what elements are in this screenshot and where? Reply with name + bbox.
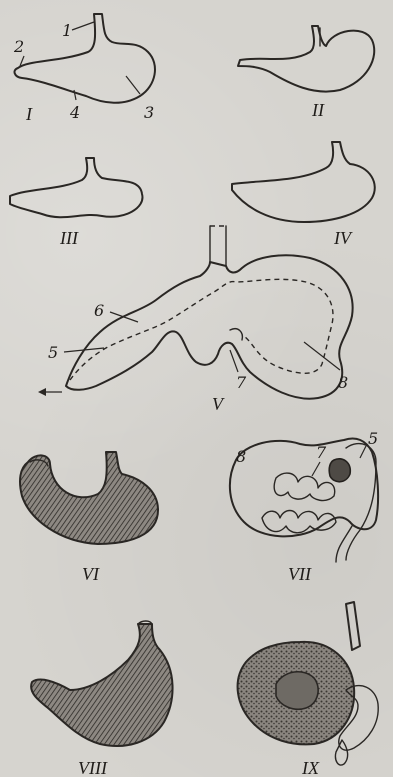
- figure-vii: 8 7 5 VII: [230, 429, 378, 584]
- figure-i-callout-3-leader: [126, 76, 140, 94]
- figure-iv: IV: [232, 142, 375, 248]
- figure-vii-callout-7: 7: [316, 443, 327, 462]
- figure-vii-duodenum: [346, 444, 376, 560]
- figure-i-stomach-outline: [15, 14, 155, 103]
- figure-i-callout-1: 1: [62, 21, 72, 40]
- figure-vi-stomach-shape: [20, 452, 158, 544]
- figure-vii-callout-5-leader: [360, 446, 366, 458]
- figure-iv-label: IV: [333, 228, 353, 248]
- figure-v-stomach-outline: [66, 255, 353, 398]
- figure-v-callout-5: 5: [48, 343, 58, 362]
- figure-ix: IX: [238, 602, 379, 777]
- figure-i-callout-4: 4: [69, 103, 80, 122]
- figure-vii-duodenum-inner: [336, 526, 352, 562]
- figure-vi-label: VI: [82, 564, 100, 584]
- figure-v-callout-8-leader: [304, 342, 340, 370]
- figure-i-callout-1-leader: [72, 22, 94, 30]
- figure-ii: II: [238, 26, 374, 120]
- figure-vii-vessels-upper: [274, 473, 335, 500]
- figure-vii-callout-7-leader: [312, 462, 320, 476]
- figure-ix-label: IX: [301, 758, 320, 777]
- figure-vii-dark-region: [329, 459, 350, 482]
- figure-ix-esophagus: [346, 602, 360, 650]
- figure-vii-stomach-outline: [230, 439, 378, 537]
- figure-i: 1 2 3 4 I: [13, 14, 155, 124]
- figure-vii-callout-5: 5: [368, 429, 378, 448]
- figure-v-arrowhead: [38, 388, 46, 396]
- figure-v-callout-7: 7: [236, 373, 247, 392]
- figure-iii-stomach-outline: [10, 158, 142, 217]
- figure-ii-label: II: [311, 100, 325, 120]
- figure-vii-callout-8: 8: [236, 447, 246, 466]
- figure-v: 5 6 7 8 V: [38, 226, 353, 414]
- figure-iii: III: [10, 158, 142, 248]
- figure-v-callout-8: 8: [338, 373, 348, 392]
- figure-ix-inner-fold: [276, 672, 318, 710]
- figure-i-label: I: [25, 104, 33, 124]
- figure-vii-label: VII: [288, 564, 312, 584]
- figure-v-label: V: [212, 394, 225, 414]
- figure-iii-label: III: [59, 228, 79, 248]
- figure-viii-stomach-shape: [31, 624, 172, 746]
- figure-ii-stomach-outline: [238, 26, 374, 92]
- figure-viii-label: VIII: [78, 758, 108, 777]
- figure-vi: VI: [20, 452, 158, 584]
- figure-i-callout-2: 2: [13, 37, 24, 56]
- figure-i-callout-3: 3: [144, 103, 154, 122]
- figure-viii: VIII: [31, 621, 172, 777]
- figure-ix-duodenum-tail: [335, 740, 347, 765]
- figure-v-pylorus-ring: [230, 329, 242, 340]
- figure-iv-stomach-outline: [232, 142, 375, 222]
- figure-vii-vessel-cluster: [262, 511, 336, 533]
- figure-v-callout-6: 6: [94, 301, 104, 320]
